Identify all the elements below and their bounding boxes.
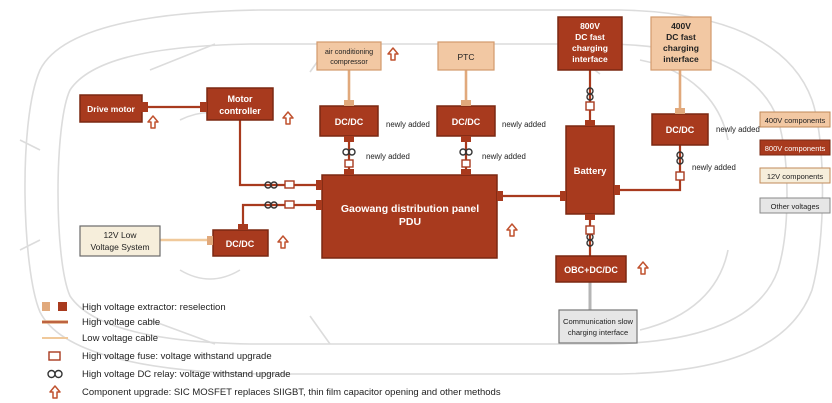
upgrade-arrow-icon [147, 115, 159, 129]
dcdc-mid-label: DC/DC [452, 117, 481, 127]
legend-fuse-text: High voltage fuse: voltage withstand upg… [82, 351, 272, 362]
motor-controller-label-1: Motor [228, 94, 253, 104]
dcdc-left-box: DC/DC [319, 100, 379, 142]
upgrade-arrow-icon [637, 261, 649, 275]
relay-icon [459, 148, 473, 156]
dc400-label-4: interface [663, 54, 699, 64]
legend-400v-label: 400V components [765, 116, 826, 125]
ac-compressor-label-1: air conditioning [325, 47, 373, 56]
legend-upgrade-text: Component upgrade: SIC MOSFET replaces S… [82, 387, 501, 398]
fuse-icon [461, 159, 471, 168]
pdu-label-2: PDU [399, 216, 421, 228]
dc800-label-4: interface [572, 54, 608, 64]
dc400-label-3: charging [663, 43, 699, 53]
relay-legend-icon [47, 369, 63, 379]
slow-charging-label-1: Communication slow [563, 317, 634, 326]
dcdc-mid-box: DC/DC [436, 100, 496, 142]
upgrade-arrow-icon [282, 111, 294, 125]
pdu-box: Gaowang distribution panel PDU [316, 169, 503, 259]
hv-cable-battery-dcdcright [613, 145, 682, 192]
dcdc-low-box: DC/DC [207, 224, 269, 257]
motor-controller-box: Motor controller [200, 87, 274, 121]
motor-controller-label-2: controller [219, 106, 261, 116]
dcdc-right-box: DC/DC [651, 108, 709, 146]
newly-added-label: newly added [482, 152, 526, 161]
legend-800v-label: 800V components [765, 144, 826, 153]
slow-charging-box: Communication slow charging interface [558, 309, 638, 344]
obc-box: OBC+DC/DC [555, 255, 627, 283]
newly-added-label: newly added [386, 120, 430, 129]
legend-12v-label: 12V components [767, 172, 824, 181]
dcdc-low-label: DC/DC [226, 239, 255, 249]
fuses-relays [264, 87, 685, 247]
fuse-icon [675, 171, 685, 181]
legend-lv-cable-text: Low voltage cable [82, 333, 158, 344]
relay-icon [264, 181, 278, 189]
pdu-label-1: Gaowang distribution panel [341, 203, 479, 215]
newly-added-label: newly added [716, 125, 760, 134]
relay-icon [264, 201, 278, 209]
relay-icon [676, 151, 684, 165]
dc800-interface-box: 800V DC fast charging interface [557, 16, 623, 71]
extractor-light-icon [42, 302, 50, 311]
drive-motor-label: Drive motor [87, 104, 135, 114]
upgrade-legend-icon [49, 385, 61, 399]
lv-system-box: 12V Low Voltage System [79, 225, 161, 257]
extractor-dark-icon [58, 302, 67, 311]
upgrade-arrow-icon [387, 47, 399, 61]
annotations: newly added newly added newly added newl… [366, 120, 760, 172]
battery-box: Battery [560, 120, 620, 220]
connections [148, 70, 682, 310]
newly-added-label: newly added [692, 163, 736, 172]
dc800-label-1: 800V [580, 21, 600, 31]
ptc-box: PTC [437, 41, 495, 71]
fuse-icon [344, 159, 354, 168]
dc800-label-3: charging [572, 43, 608, 53]
dc400-label-1: 400V [671, 21, 691, 31]
drive-motor-box: Drive motor [79, 94, 148, 123]
fuse-legend-icon [48, 351, 61, 361]
relay-icon [586, 87, 594, 101]
bottom-legend: High voltage extractor: reselection High… [42, 302, 501, 399]
hv-cable-dcdc-pdu [241, 203, 322, 230]
upgrade-arrow-icon [506, 223, 518, 237]
lv-system-label-1: 12V Low [103, 230, 137, 240]
newly-added-label: newly added [502, 120, 546, 129]
newly-added-label: newly added [366, 152, 410, 161]
fuse-icon [284, 200, 295, 209]
lv-system-label-2: Voltage System [90, 242, 149, 252]
battery-label: Battery [574, 166, 607, 177]
relay-icon [342, 148, 356, 156]
hv-cable-controller-pdu [238, 120, 322, 187]
dcdc-left-label: DC/DC [335, 117, 364, 127]
dc400-label-2: DC fast [666, 32, 696, 42]
dc800-label-2: DC fast [575, 32, 605, 42]
dc400-interface-box: 400V DC fast charging interface [650, 16, 712, 71]
side-legend: 400V components 800V components 12V comp… [759, 111, 831, 214]
obc-label: OBC+DC/DC [564, 265, 618, 275]
ac-compressor-label-2: compressor [330, 57, 368, 66]
legend-hv-cable-text: High voltage cable [82, 317, 160, 328]
upgrade-arrows [147, 47, 649, 275]
fuse-icon [585, 225, 595, 235]
legend-other-label: Other voltages [771, 202, 820, 211]
legend-relay-text: High voltage DC relay: voltage withstand… [82, 369, 291, 380]
upgrade-arrow-icon [277, 235, 289, 249]
ac-compressor-box: air conditioning compressor [316, 41, 382, 71]
ptc-label: PTC [458, 52, 475, 62]
fuse-icon [284, 180, 295, 189]
legend-extractor-text: High voltage extractor: reselection [82, 302, 226, 313]
slow-charging-label-2: charging interface [568, 328, 628, 337]
dcdc-right-label: DC/DC [666, 125, 695, 135]
fuse-icon [585, 101, 595, 111]
